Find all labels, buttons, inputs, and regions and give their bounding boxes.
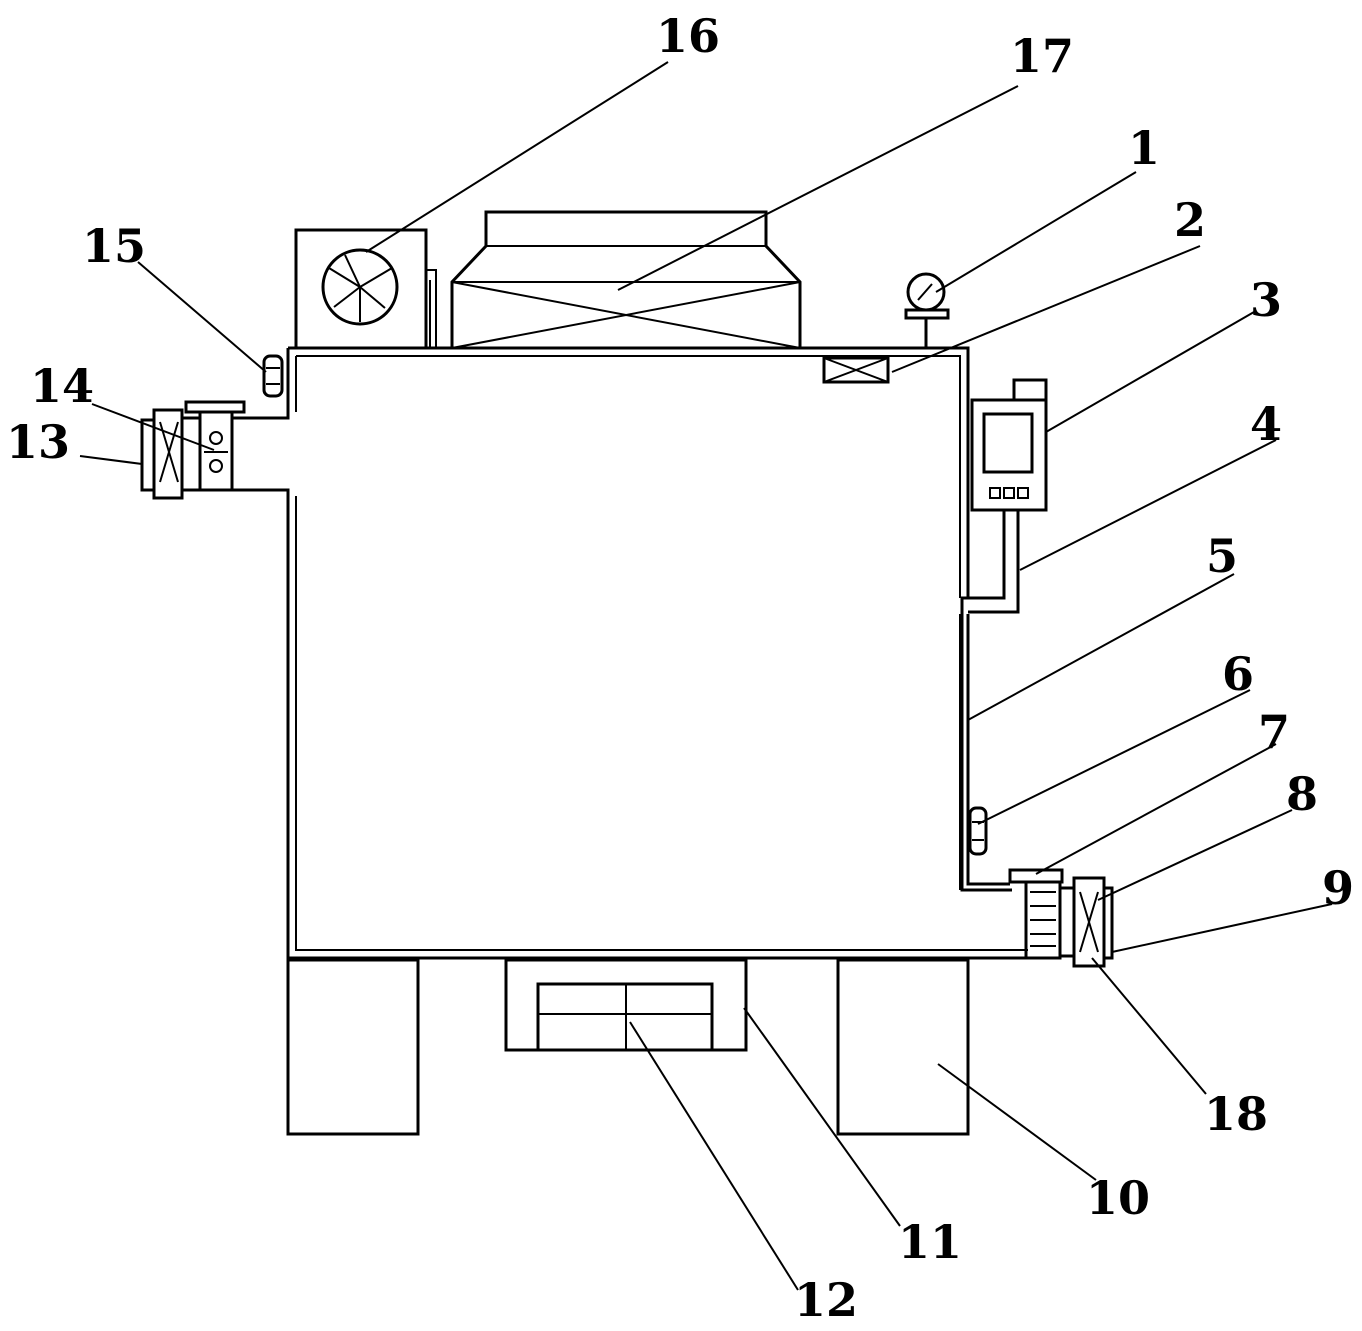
support-legs [286, 958, 970, 1136]
top-left-inlet [140, 400, 246, 500]
label-16: 16 [656, 9, 720, 63]
label-2: 2 [1174, 193, 1206, 247]
label-9: 9 [1322, 861, 1354, 915]
label-12: 12 [794, 1273, 858, 1327]
side-valve-right [968, 806, 988, 856]
bottom-right-outlet [1008, 868, 1114, 968]
callout-labels: 16 17 1 2 3 4 5 6 7 8 9 18 10 11 12 13 1… [6, 9, 1354, 1327]
main-chamber [232, 346, 1028, 960]
label-3: 3 [1250, 273, 1282, 327]
label-11: 11 [898, 1215, 962, 1269]
label-17: 17 [1010, 29, 1074, 83]
label-4: 4 [1250, 397, 1282, 451]
label-8: 8 [1286, 767, 1318, 821]
label-6: 6 [1222, 647, 1254, 701]
fan-housing [294, 228, 437, 350]
label-7: 7 [1258, 705, 1290, 759]
pressure-gauge [904, 272, 950, 348]
fan-icon [328, 254, 393, 322]
leader-lines [79, 61, 1333, 1291]
side-valve-left [262, 354, 284, 398]
top-valve [822, 356, 890, 384]
label-13: 13 [6, 415, 70, 469]
bottom-drawer [504, 958, 748, 1052]
label-1: 1 [1128, 121, 1160, 175]
label-5: 5 [1206, 529, 1238, 583]
label-18: 18 [1204, 1087, 1268, 1141]
top-filter-unit [450, 210, 802, 350]
label-10: 10 [1086, 1171, 1150, 1225]
panel-pipe [968, 510, 1020, 614]
label-14: 14 [30, 359, 94, 413]
control-panel [970, 378, 1048, 512]
label-15: 15 [82, 219, 146, 273]
